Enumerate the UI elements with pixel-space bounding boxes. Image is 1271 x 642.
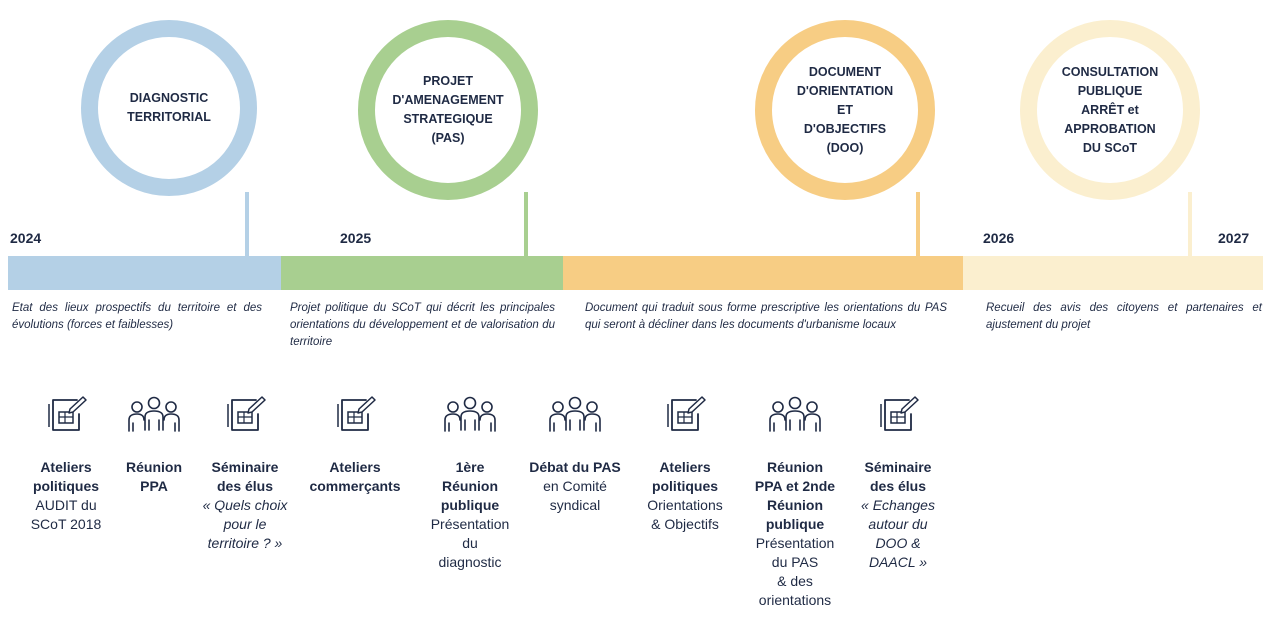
event-seminaire-elus-choix: Séminaire des élus « Quels choix pour le… [185,394,305,553]
event-title: Ateliers politiques [32,459,100,494]
event-title: Ateliers commerçants [309,459,401,494]
event-body: en Comité syndical [543,478,607,513]
connector-line [524,192,528,256]
phase-title: CONSULTATION PUBLIQUE ARRÊT et APPROBATI… [1061,64,1159,155]
document-pen-icon [223,394,267,434]
event-premiere-reunion-publique: 1ère Réunion publique Présentation du di… [415,394,525,572]
event-debat-du-pas: Débat du PAS en Comité syndical [515,394,635,515]
group-people-icon [124,394,184,434]
phase-title: DOCUMENT D'ORIENTATION ET D'OBJECTIFS (D… [796,64,894,155]
timeline-segment-doo [563,256,963,290]
event-body: « Quels choix pour le territoire ? » [202,497,288,551]
timeline-segment-diagnostic [8,256,281,290]
document-pen-icon [663,394,707,434]
connector-line [1188,192,1192,256]
event-title: Séminaire des élus [211,459,279,494]
event-ateliers-commercants: Ateliers commerçants [295,394,415,496]
document-pen-icon [333,394,377,434]
phase-circle-diagnostic: DIAGNOSTIC TERRITORIAL [81,20,257,196]
timeline-segment-consultation [963,256,1263,290]
event-title: Ateliers politiques [651,459,719,494]
document-pen-icon [44,394,88,434]
group-people-icon [545,394,605,434]
phase-title: DIAGNOSTIC TERRITORIAL [127,91,211,124]
connector-line [916,192,920,256]
event-title: Débat du PAS [529,459,621,475]
event-title: Réunion PPA et 2nde Réunion publique [754,459,836,532]
phase-circle-doo: DOCUMENT D'ORIENTATION ET D'OBJECTIFS (D… [755,20,935,200]
phase-description: Document qui traduit sous forme prescrip… [585,302,947,331]
event-body: AUDIT du SCoT 2018 [30,497,102,532]
document-pen-icon [876,394,920,434]
year-label: 2027 [1218,230,1250,246]
event-body: Présentation du PAS & des orientations [755,535,835,608]
event-body: « Echanges autour du DOO & DAACL » [861,497,935,570]
timeline-segment-pas [281,256,563,290]
phase-description: Recueil des avis des citoyens et partena… [986,302,1262,331]
event-ateliers-politiques-audit: Ateliers politiques AUDIT du SCoT 2018 [11,394,121,534]
phase-title: PROJET D'AMENAGEMENT STRATEGIQUE (PAS) [392,74,504,145]
year-label: 2026 [983,230,1015,246]
phase-description: Projet politique du SCoT qui décrit les … [290,302,555,348]
group-people-icon [765,394,825,434]
event-seminaire-elus-echanges: Séminaire des élus « Echanges autour du … [848,394,948,572]
event-title: Réunion PPA [126,459,182,494]
event-ateliers-politiques-orientations: Ateliers politiques Orientations & Objec… [630,394,740,534]
event-title: 1ère Réunion publique [440,459,500,513]
event-body: Présentation du diagnostic [430,516,510,570]
event-body: Orientations & Objectifs [647,497,723,532]
phase-description: Etat des lieux prospectifs du territoire… [12,302,262,331]
phase-circle-pas: PROJET D'AMENAGEMENT STRATEGIQUE (PAS) [358,20,538,200]
connector-line [245,192,249,256]
phase-circle-consultation: CONSULTATION PUBLIQUE ARRÊT et APPROBATI… [1020,20,1200,200]
year-label: 2025 [340,230,372,246]
event-reunion-ppa-seconde-publique: Réunion PPA et 2nde Réunion publique Pré… [740,394,850,610]
event-title: Séminaire des élus [864,459,932,494]
group-people-icon [440,394,500,434]
event-reunion-ppa: Réunion PPA [111,394,197,496]
year-label: 2024 [10,230,42,246]
